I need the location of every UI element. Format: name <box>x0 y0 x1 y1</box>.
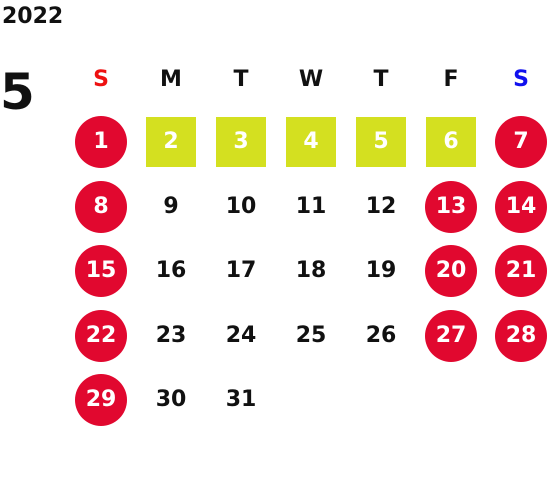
month-number: 5 <box>0 63 35 121</box>
day-cell[interactable]: 4 <box>276 110 346 175</box>
day-number-7: 7 <box>495 116 547 169</box>
weekday-friday: F <box>443 67 459 92</box>
day-number-26: 26 <box>365 322 397 348</box>
day-number-14: 14 <box>495 180 547 233</box>
day-number-5: 5 <box>356 117 406 168</box>
day-cell[interactable]: 28 <box>486 304 548 369</box>
day-number-10: 10 <box>225 193 257 219</box>
day-cell[interactable]: 13 <box>416 175 486 240</box>
day-number-18: 18 <box>295 258 327 284</box>
weekday-tuesday: T <box>233 67 249 92</box>
day-number-21: 21 <box>495 245 547 298</box>
day-cell[interactable]: 8 <box>66 175 136 240</box>
day-number-28: 28 <box>495 309 547 362</box>
day-number-16: 16 <box>155 258 187 284</box>
day-cell[interactable]: 18 <box>276 239 346 304</box>
day-number-6: 6 <box>426 117 476 168</box>
day-cell[interactable]: 31 <box>206 368 276 433</box>
day-number-27: 27 <box>425 309 477 362</box>
day-cell[interactable]: 11 <box>276 175 346 240</box>
day-cell[interactable]: 24 <box>206 304 276 369</box>
day-cell[interactable]: 19 <box>346 239 416 304</box>
day-cell[interactable]: 27 <box>416 304 486 369</box>
weekday-wednesday: W <box>298 67 324 92</box>
day-number-29: 29 <box>75 374 127 427</box>
day-cell[interactable]: 17 <box>206 239 276 304</box>
day-cell[interactable]: 1 <box>66 110 136 175</box>
day-cell[interactable]: 10 <box>206 175 276 240</box>
day-number-12: 12 <box>365 193 397 219</box>
day-cell[interactable]: 20 <box>416 239 486 304</box>
day-number-17: 17 <box>225 258 257 284</box>
day-number-25: 25 <box>295 322 327 348</box>
weekday-monday: M <box>160 67 182 92</box>
day-cell[interactable]: 7 <box>486 110 548 175</box>
day-number-23: 23 <box>155 322 187 348</box>
day-number-31: 31 <box>225 387 257 413</box>
day-cell[interactable]: 29 <box>66 368 136 433</box>
weekday-saturday: S <box>513 67 529 92</box>
day-number-13: 13 <box>425 180 477 233</box>
day-cell[interactable]: 25 <box>276 304 346 369</box>
day-number-15: 15 <box>75 245 127 298</box>
day-cell[interactable]: 6 <box>416 110 486 175</box>
day-cell[interactable]: 2 <box>136 110 206 175</box>
day-cell[interactable]: 3 <box>206 110 276 175</box>
year-label: 2022 <box>2 4 64 29</box>
day-number-9: 9 <box>163 193 179 219</box>
day-cell[interactable]: 22 <box>66 304 136 369</box>
day-number-2: 2 <box>146 117 196 168</box>
day-cell[interactable]: 26 <box>346 304 416 369</box>
day-number-1: 1 <box>75 116 127 169</box>
day-number-24: 24 <box>225 322 257 348</box>
day-number-3: 3 <box>216 117 266 168</box>
day-cell[interactable]: 12 <box>346 175 416 240</box>
day-cell[interactable]: 16 <box>136 239 206 304</box>
day-cell[interactable]: 21 <box>486 239 548 304</box>
day-cell[interactable]: 30 <box>136 368 206 433</box>
day-number-8: 8 <box>75 180 127 233</box>
day-cell[interactable]: 15 <box>66 239 136 304</box>
day-number-30: 30 <box>155 387 187 413</box>
day-number-19: 19 <box>365 258 397 284</box>
day-number-20: 20 <box>425 245 477 298</box>
day-number-22: 22 <box>75 309 127 362</box>
weekday-sunday: S <box>93 67 109 92</box>
day-cell[interactable]: 23 <box>136 304 206 369</box>
weekday-thursday: T <box>373 67 389 92</box>
day-number-4: 4 <box>286 117 336 168</box>
day-cell[interactable]: 5 <box>346 110 416 175</box>
day-number-11: 11 <box>295 193 327 219</box>
day-cell[interactable]: 9 <box>136 175 206 240</box>
day-cell[interactable]: 14 <box>486 175 548 240</box>
